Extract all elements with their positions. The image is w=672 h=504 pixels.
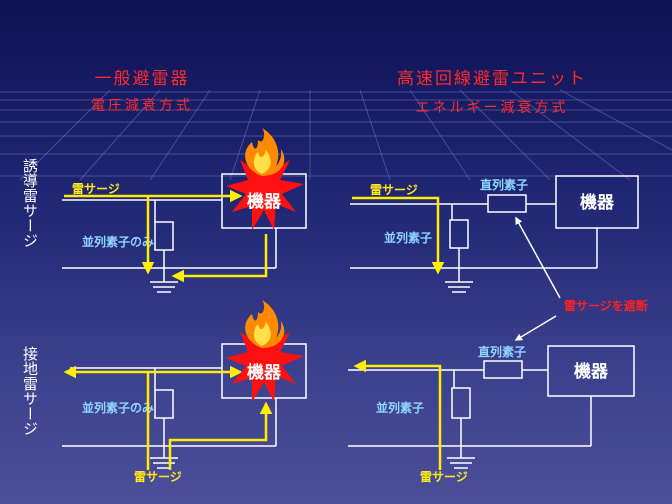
surge-path-return bbox=[171, 234, 268, 283]
device-label: 機器 bbox=[247, 362, 282, 383]
block-label: 雷サージを遮断 bbox=[564, 298, 648, 313]
row-label-ground: 接地雷サージ bbox=[21, 346, 39, 436]
device-label-overlay: 機器 bbox=[247, 191, 282, 212]
circuit-top-left: 機器 雷サージ 並列素子のみ 機器 bbox=[62, 128, 307, 293]
parallel-element bbox=[449, 219, 469, 249]
left-header-line2: 電圧減衰方式 bbox=[91, 97, 193, 114]
device-label: 機器 bbox=[574, 361, 609, 382]
parallel-only-label: 並列素子のみ bbox=[82, 234, 154, 249]
parallel-label: 並列素子 bbox=[376, 400, 424, 415]
circuit-bottom-right: 機器 直列素子 並列素子 雷サージ bbox=[348, 344, 635, 484]
surge-path-return bbox=[168, 401, 273, 470]
surge-label: 雷サージ bbox=[370, 183, 418, 197]
background-grid bbox=[0, 89, 672, 181]
surge-label: 雷サージ bbox=[72, 182, 120, 196]
circuit-bottom-left: 並列素子のみ 雷サージ 機器 bbox=[62, 300, 307, 484]
circuit-top-right: 機器 雷サージ 直列素子 並列素子 bbox=[350, 175, 639, 293]
burst-icon bbox=[226, 150, 304, 230]
surge-label: 雷サージ bbox=[420, 470, 468, 484]
parallel-element bbox=[154, 221, 174, 251]
surge-path bbox=[352, 196, 445, 275]
surge-path bbox=[353, 359, 442, 470]
burst-icon bbox=[226, 322, 304, 402]
parallel-element bbox=[451, 387, 471, 419]
parallel-only-label: 並列素子のみ bbox=[82, 400, 154, 415]
block-arrow-down bbox=[514, 315, 557, 341]
device-label: 機器 bbox=[580, 192, 615, 213]
series-label: 直列素子 bbox=[480, 177, 528, 192]
right-header-line1: 高速回線避雷ユニット bbox=[397, 69, 587, 89]
surge-label: 雷サージ bbox=[134, 470, 182, 484]
right-header-line2: エネルギー減衰方式 bbox=[416, 99, 569, 116]
parallel-element bbox=[154, 389, 174, 419]
block-arrow-up bbox=[515, 216, 561, 299]
series-element bbox=[483, 360, 523, 379]
series-element bbox=[487, 194, 527, 213]
row-label-induced: 誘導雷サージ bbox=[21, 158, 39, 248]
surge-path-up bbox=[146, 365, 243, 470]
series-label: 直列素子 bbox=[478, 344, 526, 359]
parallel-label: 並列素子 bbox=[384, 230, 432, 245]
left-header-line1: 一般避雷器 bbox=[95, 69, 190, 89]
